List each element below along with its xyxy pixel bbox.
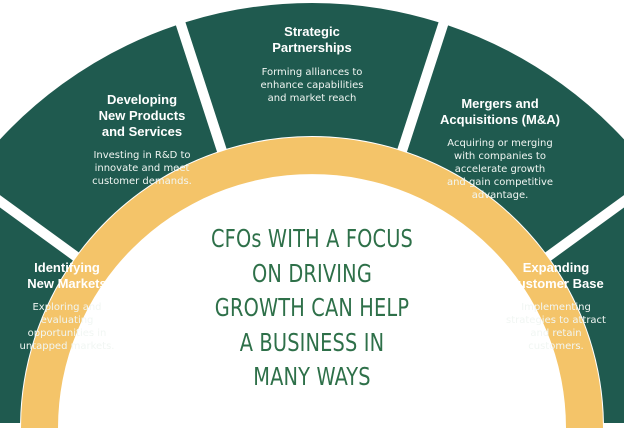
- fan-segment: [185, 2, 439, 149]
- segment-developing-products: Developing New Products and Services Inv…: [58, 92, 226, 188]
- segment-description: Acquiring or merging with companies to a…: [446, 138, 554, 201]
- fan-segment: [0, 207, 73, 423]
- segment-title: Identifying New Markets: [27, 260, 107, 291]
- center-message: CFOs WITH A FOCUS ON DRIVING GROWTH CAN …: [210, 224, 414, 391]
- segment-mergers-acquisitions: Mergers and Acquisitions (M&A) Acquiring…: [410, 96, 590, 202]
- fan-segment: [551, 207, 624, 423]
- segment-title: Developing New Products and Services: [98, 92, 186, 139]
- segment-strategic-partnerships: Strategic Partnerships Forming alliances…: [222, 24, 402, 105]
- fan-segment: [0, 25, 218, 253]
- segment-description: Implementing strategies to attract and r…: [506, 302, 606, 352]
- segment-description: Forming alliances to enhance capabilitie…: [260, 67, 364, 104]
- segment-description: Investing in R&D to innovate and meet cu…: [92, 150, 192, 187]
- center-disk: [58, 174, 566, 428]
- segment-title: Strategic Partnerships: [272, 24, 352, 55]
- segment-expanding-customer-base: Expanding Customer Base Implementing str…: [492, 260, 620, 353]
- segment-title: Expanding Customer Base: [508, 260, 604, 291]
- segment-description: Exploring and evaluating opportunities i…: [19, 302, 115, 352]
- fan-segment: [406, 25, 624, 253]
- segment-identifying-new-markets: Identifying New Markets Exploring and ev…: [4, 260, 130, 353]
- segment-title: Mergers and Acquisitions (M&A): [440, 96, 560, 127]
